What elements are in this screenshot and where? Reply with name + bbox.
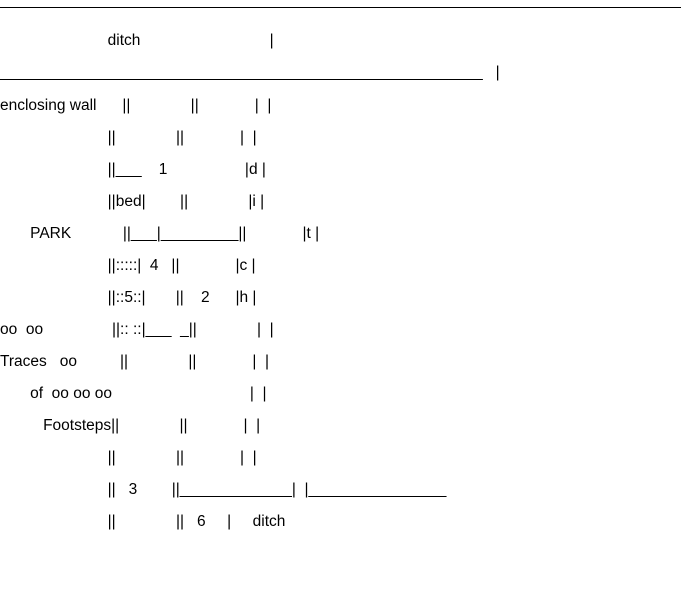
diagram-line-7: PARK ||___|_________|| |t | [0, 225, 320, 242]
diagram-line-6: ||bed| || |i | [0, 193, 265, 210]
diagram-line-10: oo oo ||:: ::|___ _|| | | [0, 321, 274, 338]
diagram-line-8: ||:::::| 4 || |c | [0, 257, 256, 274]
diagram-line-5: ||___ 1 |d | [0, 161, 266, 178]
top-boundary-line [0, 7, 681, 8]
diagram-line-14: || || | | [0, 449, 257, 466]
diagram-line-15: || 3 ||_____________| |________________ [0, 481, 447, 498]
diagram-line-16: || || 6 | ditch [0, 513, 286, 530]
diagram-line-3: enclosing wall || || | | [0, 97, 272, 114]
diagram-line-12: of oo oo oo | | [0, 385, 267, 402]
diagram-line-2: ________________________________________… [0, 64, 500, 81]
diagram-line-11: Traces oo || || | | [0, 353, 270, 370]
diagram-line-1: ditch | [0, 32, 274, 49]
diagram-line-13: Footsteps|| || | | [0, 417, 261, 434]
diagram-line-9: ||::5::| || 2 |h | [0, 289, 257, 306]
diagram-line-4: || || | | [0, 129, 257, 146]
